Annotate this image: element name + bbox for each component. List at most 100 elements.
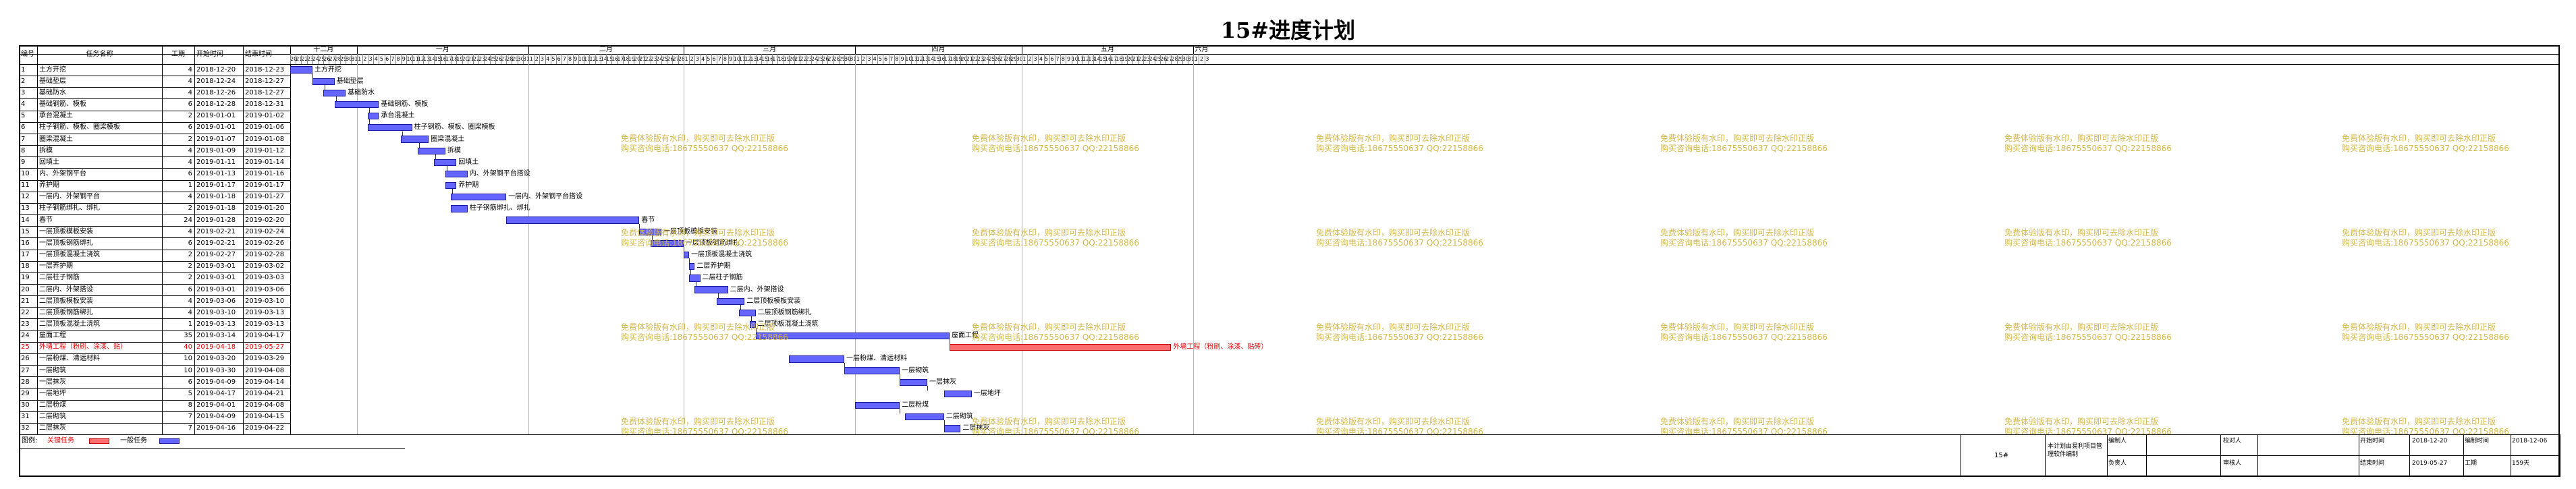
table-cell-dur: 6	[188, 285, 192, 293]
task-bar[interactable]	[689, 263, 695, 270]
day-label: 25	[988, 56, 995, 62]
footer-date: 2018-12-06	[2512, 438, 2548, 444]
task-bar[interactable]	[312, 78, 335, 85]
day-tick	[1044, 54, 1045, 64]
task-bar[interactable]	[844, 367, 900, 374]
day-tick	[484, 54, 485, 64]
task-bar[interactable]	[905, 413, 944, 421]
critical-task-bar[interactable]	[949, 344, 1172, 351]
watermark-text: 购买咨询电话:18675550637 QQ:22158866	[621, 238, 788, 248]
task-bar[interactable]	[900, 378, 928, 386]
task-bar[interactable]	[717, 297, 745, 305]
day-label: 6	[1050, 56, 1054, 62]
table-cell-end: 2019-02-28	[245, 251, 285, 259]
table-cell-dur: 5	[188, 389, 192, 397]
table-row-line	[19, 353, 290, 354]
day-tick	[357, 54, 358, 64]
task-bar[interactable]	[639, 228, 662, 235]
watermark-text: 免费体验版有水印，购买即可去除水印正版	[2342, 228, 2496, 237]
task-bar[interactable]	[451, 194, 507, 201]
task-bar[interactable]	[367, 124, 412, 132]
watermark-text: 免费体验版有水印，购买即可去除水印正版	[972, 322, 1126, 332]
table-cell-dur: 2	[188, 204, 192, 212]
day-label: 20	[462, 56, 469, 62]
task-bar-label: 二层抹灰	[962, 424, 990, 432]
task-bar-label: 承台混凝土	[381, 112, 415, 120]
table-cell-dur: 6	[188, 100, 192, 109]
table-cell-dur: 4	[188, 77, 192, 85]
table-cell-dur: 6	[188, 239, 192, 247]
table-cell-start: 2019-01-18	[196, 204, 236, 212]
watermark-text: 购买咨询电话:18675550637 QQ:22158866	[1316, 333, 1483, 342]
table-cell-start: 2019-03-01	[196, 285, 236, 293]
task-bar[interactable]	[943, 425, 961, 432]
task-bar[interactable]	[943, 390, 972, 398]
task-bar[interactable]	[323, 89, 346, 97]
table-cell-name: 一层抹灰	[39, 378, 66, 386]
day-tick	[739, 54, 740, 64]
watermark-text: 免费体验版有水印，购买即可去除水印正版	[1660, 417, 1815, 426]
table-cell-no: 5	[21, 112, 26, 120]
table-cell-dur: 4	[188, 297, 192, 305]
day-label: 3	[1205, 56, 1209, 62]
task-bar[interactable]	[367, 113, 379, 120]
day-tick	[456, 54, 457, 64]
task-bar[interactable]	[689, 275, 701, 282]
task-bar[interactable]	[750, 320, 756, 328]
day-label: 30	[346, 56, 353, 62]
task-bar[interactable]	[417, 147, 445, 154]
task-bar[interactable]	[290, 66, 312, 74]
day-tick	[561, 54, 562, 64]
task-bar[interactable]	[434, 159, 457, 166]
table-cell-dur: 2	[188, 135, 192, 143]
table-cell-no: 12	[21, 193, 30, 201]
watermark-text: 免费体验版有水印，购买即可去除水印正版	[1316, 417, 1471, 426]
day-label: 16	[938, 56, 946, 62]
day-label: 28	[1005, 56, 1012, 62]
day-label: 26	[822, 56, 829, 62]
task-bar-label: 二层砌筑	[946, 413, 973, 421]
task-bar[interactable]	[451, 205, 468, 212]
task-bar[interactable]	[855, 401, 900, 409]
day-tick	[861, 54, 862, 64]
table-cell-end: 2019-03-29	[245, 355, 285, 363]
day-tick	[844, 54, 845, 64]
task-bar[interactable]	[506, 217, 640, 224]
task-bar[interactable]	[445, 181, 457, 190]
task-bar[interactable]	[755, 333, 950, 340]
day-label: 10	[406, 56, 414, 62]
table-cell-start: 2019-03-01	[196, 274, 236, 282]
task-bar[interactable]	[650, 239, 684, 248]
table-cell-no: 26	[21, 355, 30, 363]
table-cell-end: 2019-01-16	[245, 169, 285, 177]
table-cell-no: 31	[21, 413, 30, 421]
table-cell-end: 2019-01-17	[245, 181, 285, 190]
month-gridline	[1193, 64, 1194, 434]
table-cell-end: 2019-01-06	[245, 123, 285, 132]
table-cell-end: 2019-03-13	[245, 308, 285, 316]
day-label: 8	[568, 56, 572, 62]
table-cell-start: 2019-01-07	[196, 135, 236, 143]
table-cell-name: 基础钢筋、模板	[39, 100, 86, 109]
task-bar[interactable]	[788, 355, 844, 363]
task-bar[interactable]	[334, 100, 379, 109]
day-tick	[661, 54, 662, 64]
table-cell-name: 养护期	[39, 181, 59, 190]
task-bar-label: 基础垫层	[336, 77, 364, 85]
task-bar-label: 一层地坪	[973, 389, 1001, 397]
task-bar[interactable]	[739, 309, 756, 316]
day-label: 26	[495, 56, 502, 62]
day-label: 27	[999, 56, 1007, 62]
day-tick	[1127, 54, 1128, 64]
table-cell-no: 8	[21, 146, 26, 154]
task-bar[interactable]	[694, 286, 728, 293]
task-bar[interactable]	[401, 136, 429, 143]
watermark-text: 免费体验版有水印，购买即可去除水印正版	[1316, 322, 1471, 332]
table-row-line	[19, 330, 290, 331]
table-cell-start: 2019-04-16	[196, 424, 236, 432]
table-cell-start: 2019-04-09	[196, 413, 236, 421]
task-bar[interactable]	[445, 170, 468, 178]
day-label: 2	[862, 56, 866, 62]
task-bar[interactable]	[683, 251, 690, 259]
footer-date-label: 编制时间	[2465, 438, 2490, 444]
